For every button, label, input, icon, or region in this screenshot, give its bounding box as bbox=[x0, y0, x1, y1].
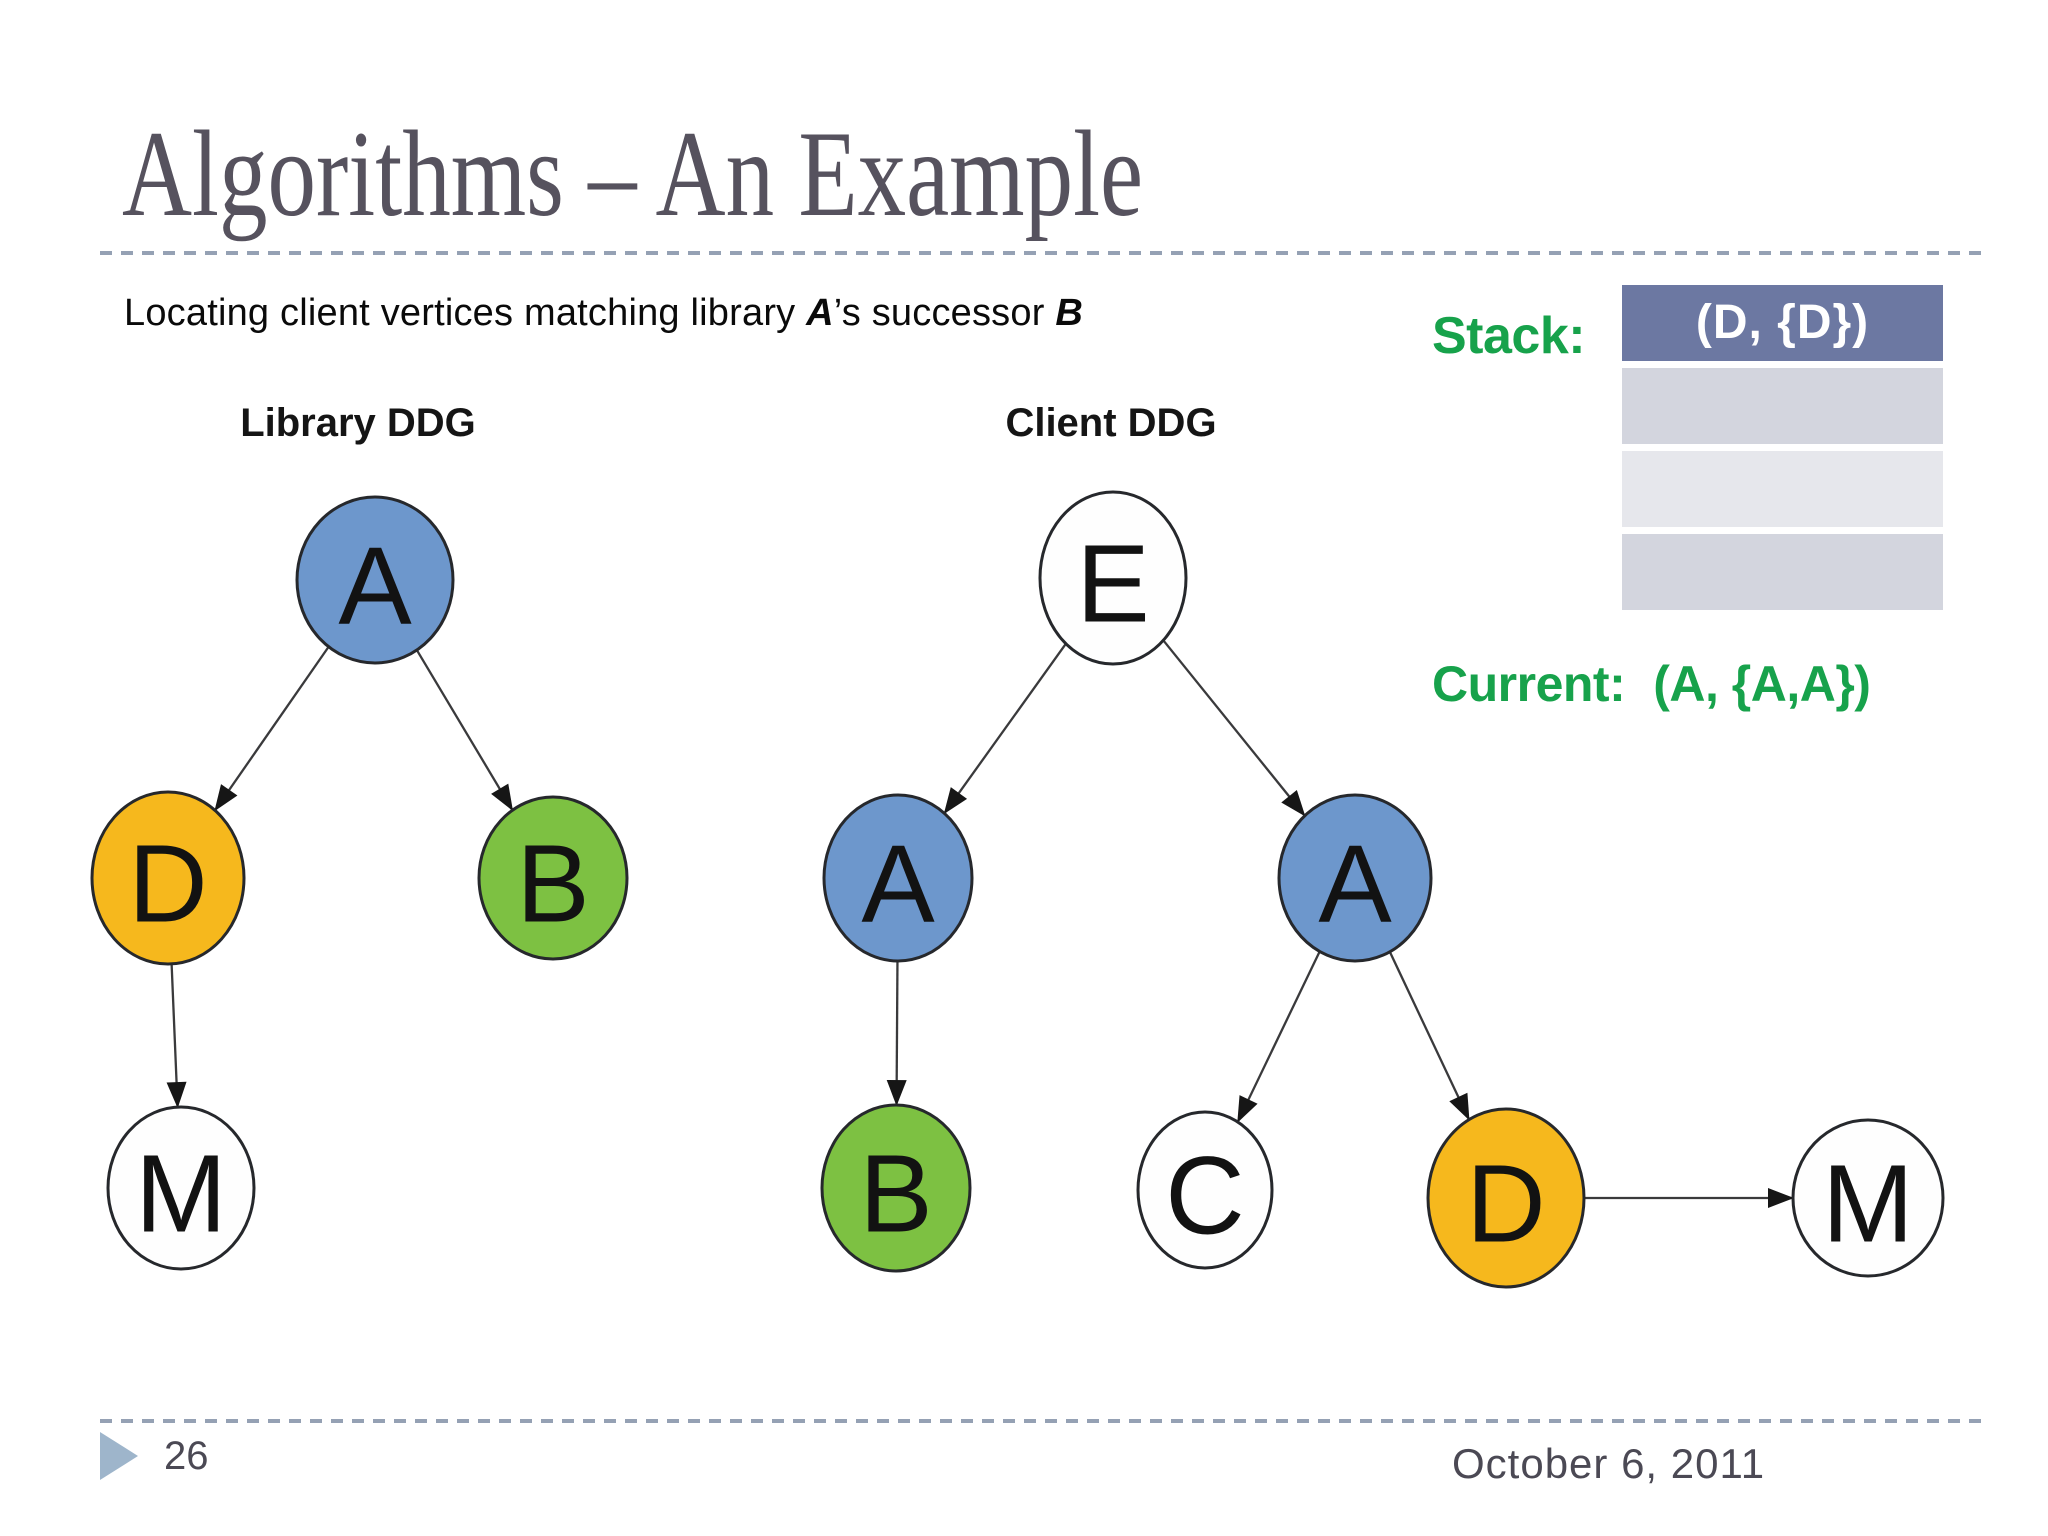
node-label-client-A1: A bbox=[861, 823, 935, 946]
title-divider bbox=[100, 251, 1985, 255]
current-line: Current: (A, {A,A}) bbox=[1432, 655, 1871, 713]
node-label-library-D: D bbox=[128, 823, 207, 946]
node-client-E bbox=[1038, 490, 1188, 666]
node-library-D bbox=[90, 790, 246, 966]
triangle-bullet-icon bbox=[100, 1432, 138, 1480]
node-label-client-D: D bbox=[1466, 1143, 1545, 1266]
subtitle-emphasis-a: A bbox=[806, 292, 834, 334]
subtitle-text-mid: ’s successor bbox=[833, 292, 1056, 334]
footer-date: October 6, 2011 bbox=[1452, 1440, 1766, 1487]
stack-empty-row bbox=[1622, 534, 1943, 610]
edge-library-D-M bbox=[166, 963, 187, 1109]
subtitle-text: Locating client vertices matching librar… bbox=[124, 292, 807, 334]
node-label-client-A2: A bbox=[1318, 823, 1392, 946]
stack-empty-row bbox=[1622, 451, 1943, 527]
footer-left: 26 bbox=[100, 1432, 209, 1480]
edge-client-A2-D bbox=[1388, 951, 1471, 1121]
page-title: Algorithms – An Example bbox=[122, 105, 1144, 242]
subtitle-emphasis-b: B bbox=[1055, 292, 1083, 334]
edge-client-A1-B bbox=[886, 960, 907, 1107]
footer-divider bbox=[100, 1419, 1985, 1423]
node-label-client-C: C bbox=[1165, 1135, 1244, 1258]
current-value: (A, {A,A}) bbox=[1653, 656, 1871, 712]
diagram-title-library: Library DDG bbox=[240, 401, 476, 445]
node-label-library-B: B bbox=[516, 823, 589, 946]
node-client-C bbox=[1136, 1110, 1274, 1270]
current-label: Current: bbox=[1432, 656, 1626, 712]
edge-client-E-A1 bbox=[943, 643, 1067, 815]
node-client-A2 bbox=[1277, 793, 1433, 963]
node-label-client-M: M bbox=[1822, 1143, 1914, 1266]
stack-label: Stack: bbox=[1432, 307, 1586, 365]
edge-library-A-B bbox=[415, 649, 514, 812]
node-label-library-M: M bbox=[135, 1133, 227, 1256]
edge-client-E-A2 bbox=[1162, 639, 1306, 817]
diagram-title-client: Client DDG bbox=[1005, 401, 1216, 445]
node-library-A bbox=[295, 495, 455, 665]
node-label-library-A: A bbox=[338, 525, 412, 648]
subtitle: Locating client vertices matching librar… bbox=[124, 292, 1083, 335]
node-client-D bbox=[1426, 1107, 1586, 1289]
node-library-B bbox=[477, 795, 629, 961]
stack-table: (D, {D}) bbox=[1622, 285, 1943, 617]
edge-library-A-D bbox=[214, 646, 330, 812]
node-library-M bbox=[106, 1105, 256, 1271]
node-label-client-E: E bbox=[1076, 523, 1149, 646]
node-label-client-B: B bbox=[859, 1133, 932, 1256]
edge-client-A2-C bbox=[1236, 950, 1321, 1123]
node-client-A1 bbox=[822, 793, 974, 963]
stack-top-entry: (D, {D}) bbox=[1622, 285, 1943, 361]
node-client-M bbox=[1791, 1118, 1945, 1278]
node-client-B bbox=[820, 1103, 972, 1273]
stack-empty-row bbox=[1622, 368, 1943, 444]
page-number: 26 bbox=[164, 1433, 209, 1478]
